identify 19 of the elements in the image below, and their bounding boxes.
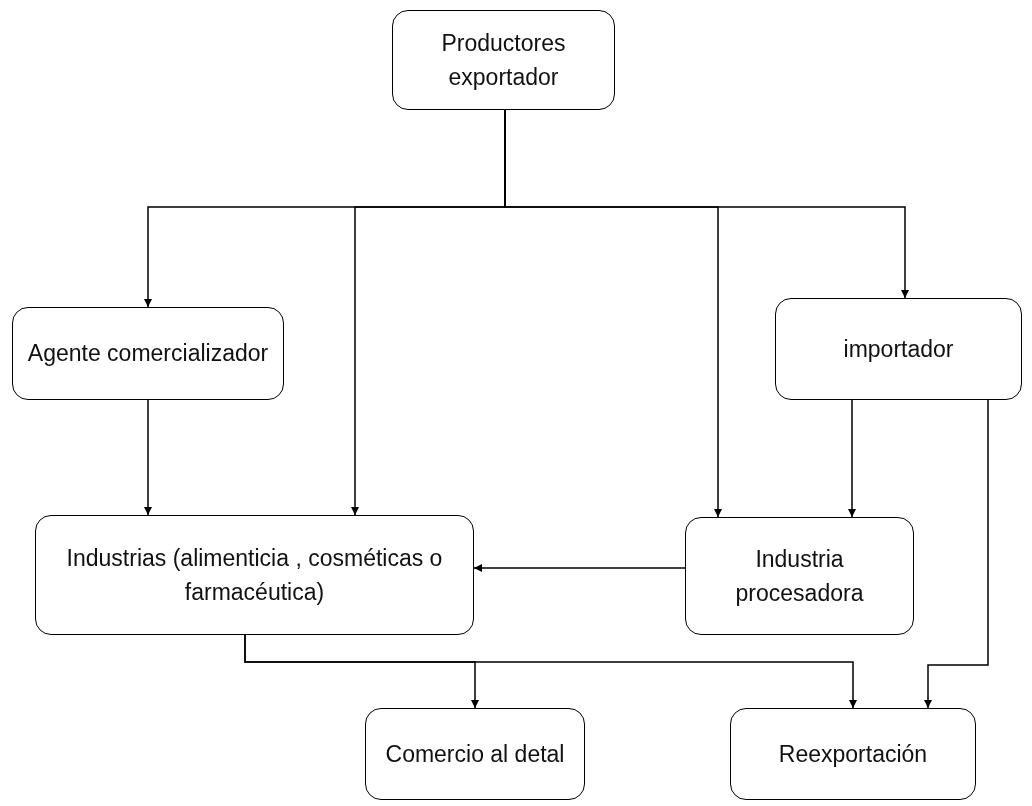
box-label: Industria procesadora xyxy=(734,544,865,608)
box-label: Industrias (alimenticia , cosméticas o farmacéutica) xyxy=(65,543,444,607)
process-box xyxy=(35,515,474,635)
process-box xyxy=(775,298,1022,400)
arrow xyxy=(848,399,856,518)
arrow xyxy=(473,564,686,572)
box-label: Productores exportador xyxy=(440,28,567,92)
process-box xyxy=(392,10,615,110)
arrow xyxy=(924,399,989,709)
arrow xyxy=(144,399,152,516)
process-box xyxy=(365,708,585,800)
process-box xyxy=(12,307,284,400)
box-label: Comercio al detal xyxy=(385,739,565,769)
process-box xyxy=(730,708,976,800)
arrow xyxy=(244,634,857,709)
box-label: Reexportación xyxy=(778,739,928,769)
process-box xyxy=(685,517,914,635)
box-label: Agente comercializador xyxy=(27,339,269,369)
box-label: importador xyxy=(843,334,954,364)
